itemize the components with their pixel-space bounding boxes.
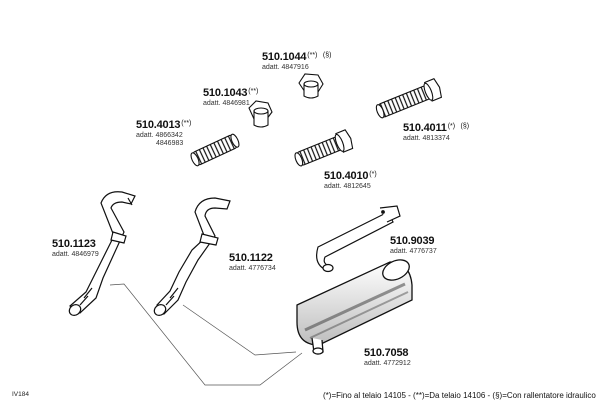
part-510-1123-drawing (68, 191, 136, 316)
adatt-510-4011: adatt. 4813374 (403, 135, 450, 142)
adatt-510-4010: adatt. 4812645 (324, 183, 371, 190)
adatt-510-1044: adatt. 4847916 (262, 64, 309, 71)
label-510-4010: 510.4010(*) adatt. 4812645 (324, 170, 377, 191)
label-510-1044: 510.1044(**) (§) adatt. 4847916 (262, 51, 332, 72)
exploded-parts-diagram (68, 73, 443, 386)
part-510-4011-drawing (375, 78, 443, 119)
adatt-510-7058: adatt. 4772912 (364, 360, 411, 367)
label-510-1123: 510.1123 adatt. 4846979 (52, 238, 99, 259)
part-510-4013-drawing (190, 133, 240, 167)
assembly-leader-lines (109, 283, 303, 386)
part-510-1122-drawing (153, 197, 231, 316)
label-510-9039: 510.9039 adatt. 4776737 (390, 235, 437, 256)
adatt-510-1043: adatt. 4846981 (203, 100, 250, 107)
page-id: IV184 (12, 391, 29, 398)
label-510-1043: 510.1043(**) adatt. 4846981 (203, 87, 259, 108)
label-510-4011: 510.4011(*) (§) adatt. 4813374 (403, 122, 470, 143)
adatt-510-4013: adatt. 4866342 (136, 132, 183, 139)
part-510-4010-drawing (294, 129, 354, 167)
adatt-510-9039: adatt. 4776737 (390, 248, 437, 255)
adatt-510-4013-alt: 4846983 (156, 140, 184, 148)
label-510-4013: 510.4013(**) adatt. 4866342 4846983 (136, 119, 192, 148)
legend-footer: (*)=Fino al telaio 14105 - (**)=Da telai… (323, 391, 596, 400)
part-510-1043-drawing (248, 100, 273, 128)
label-510-7058: 510.7058 adatt. 4772912 (364, 347, 411, 368)
adatt-510-1122: adatt. 4776734 (229, 265, 276, 272)
label-510-1122: 510.1122 adatt. 4776734 (229, 252, 276, 273)
part-510-1044-drawing (298, 73, 324, 99)
part-510-9039-drawing (316, 205, 401, 273)
part-510-7058-drawing (296, 259, 413, 355)
adatt-510-1123: adatt. 4846979 (52, 251, 99, 258)
